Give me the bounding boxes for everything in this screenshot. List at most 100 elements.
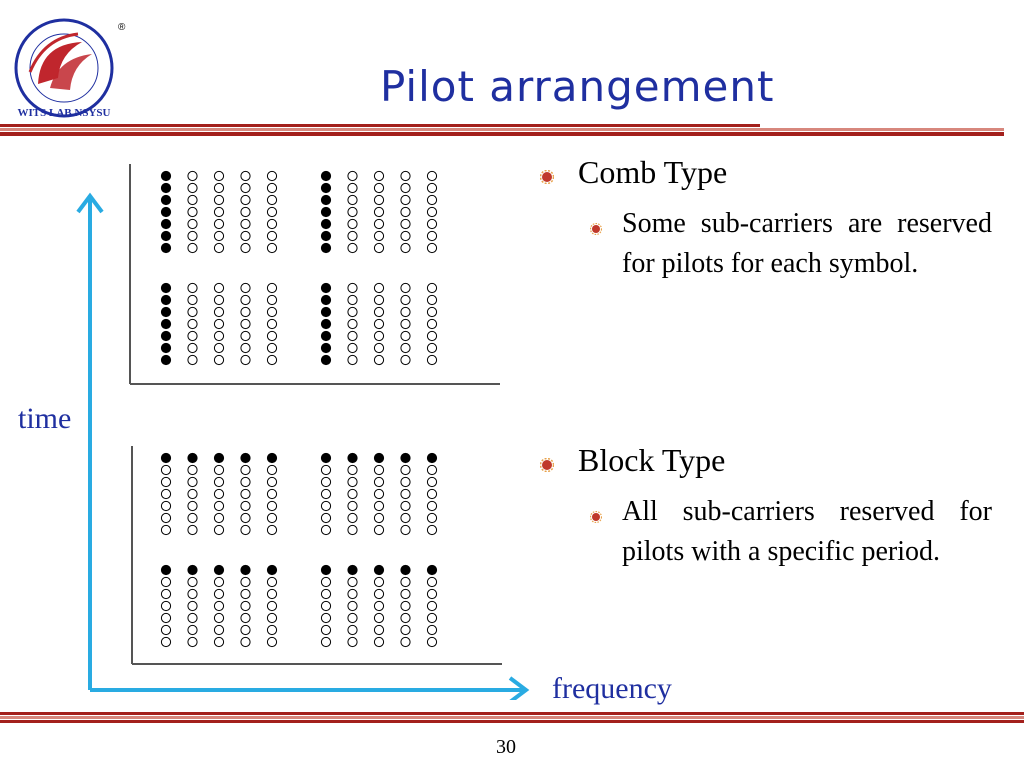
data-subcarrier bbox=[347, 512, 358, 524]
data-subcarrier bbox=[240, 624, 251, 636]
pilot-subcarrier bbox=[373, 452, 385, 464]
pilot-subcarrier bbox=[320, 182, 332, 194]
data-subcarrier bbox=[187, 206, 198, 218]
data-subcarrier bbox=[240, 182, 251, 194]
pilot-subcarrier bbox=[320, 318, 332, 330]
data-subcarrier bbox=[266, 282, 278, 294]
pilot-subcarrier bbox=[373, 564, 385, 576]
data-subcarrier bbox=[400, 330, 411, 342]
data-subcarrier bbox=[426, 230, 438, 242]
pilot-subcarrier bbox=[160, 564, 172, 576]
data-subcarrier bbox=[347, 194, 358, 206]
data-subcarrier bbox=[347, 612, 358, 624]
data-subcarrier bbox=[266, 230, 278, 242]
data-subcarrier bbox=[213, 306, 225, 318]
data-subcarrier bbox=[213, 318, 225, 330]
pilot-subcarrier bbox=[160, 206, 172, 218]
pilot-subcarrier bbox=[347, 452, 358, 464]
data-subcarrier bbox=[347, 524, 358, 536]
pilot-subcarrier bbox=[320, 206, 332, 218]
pilot-subcarrier bbox=[240, 452, 251, 464]
pilot-subcarrier bbox=[160, 230, 172, 242]
data-subcarrier bbox=[426, 636, 438, 648]
pilot-subcarrier bbox=[160, 294, 172, 306]
data-subcarrier bbox=[320, 576, 332, 588]
data-subcarrier bbox=[160, 488, 172, 500]
data-subcarrier bbox=[347, 636, 358, 648]
time-axis-label: time bbox=[18, 402, 72, 435]
data-subcarrier bbox=[187, 342, 198, 354]
data-subcarrier bbox=[266, 488, 278, 500]
data-subcarrier bbox=[347, 170, 358, 182]
data-subcarrier bbox=[213, 170, 225, 182]
data-subcarrier bbox=[187, 242, 198, 254]
pilot-subcarrier bbox=[160, 182, 172, 194]
data-subcarrier bbox=[373, 242, 385, 254]
data-subcarrier bbox=[240, 636, 251, 648]
bullet-icon bbox=[539, 169, 555, 185]
data-subcarrier bbox=[266, 194, 278, 206]
data-subcarrier bbox=[240, 600, 251, 612]
pilot-subcarrier bbox=[266, 564, 278, 576]
data-subcarrier bbox=[426, 242, 438, 254]
data-subcarrier bbox=[320, 488, 332, 500]
data-subcarrier bbox=[400, 282, 411, 294]
pilot-subcarrier bbox=[320, 452, 332, 464]
data-subcarrier bbox=[240, 476, 251, 488]
data-subcarrier bbox=[426, 170, 438, 182]
data-subcarrier bbox=[240, 282, 251, 294]
block-type-heading: Block Type bbox=[578, 442, 726, 478]
data-subcarrier bbox=[187, 282, 198, 294]
data-subcarrier bbox=[240, 294, 251, 306]
data-subcarrier bbox=[400, 354, 411, 366]
data-subcarrier bbox=[213, 330, 225, 342]
logo-text: WITS LAB.NSYSU bbox=[18, 107, 111, 119]
data-subcarrier bbox=[400, 488, 411, 500]
data-subcarrier bbox=[240, 524, 251, 536]
data-subcarrier bbox=[426, 500, 438, 512]
data-subcarrier bbox=[187, 306, 198, 318]
data-subcarrier bbox=[426, 624, 438, 636]
pilot-subcarrier bbox=[320, 306, 332, 318]
data-subcarrier bbox=[426, 218, 438, 230]
data-subcarrier bbox=[373, 588, 385, 600]
pilot-subcarrier bbox=[160, 354, 172, 366]
data-subcarrier bbox=[400, 182, 411, 194]
pilot-subcarrier bbox=[320, 194, 332, 206]
data-subcarrier bbox=[426, 194, 438, 206]
data-subcarrier bbox=[373, 636, 385, 648]
data-subcarrier bbox=[347, 318, 358, 330]
data-subcarrier bbox=[426, 600, 438, 612]
data-subcarrier bbox=[320, 512, 332, 524]
data-subcarrier bbox=[347, 576, 358, 588]
sub-bullet-icon bbox=[589, 222, 603, 236]
data-subcarrier bbox=[373, 342, 385, 354]
data-subcarrier bbox=[426, 294, 438, 306]
data-subcarrier bbox=[266, 588, 278, 600]
data-subcarrier bbox=[266, 306, 278, 318]
pilot-figure bbox=[76, 164, 530, 700]
data-subcarrier bbox=[240, 206, 251, 218]
data-subcarrier bbox=[426, 476, 438, 488]
data-subcarrier bbox=[266, 524, 278, 536]
pilot-subcarrier bbox=[320, 170, 332, 182]
data-subcarrier bbox=[240, 330, 251, 342]
bottom-divider bbox=[0, 712, 1024, 724]
data-subcarrier bbox=[240, 488, 251, 500]
data-subcarrier bbox=[400, 218, 411, 230]
pilot-subcarrier bbox=[240, 564, 251, 576]
data-subcarrier bbox=[187, 170, 198, 182]
data-subcarrier bbox=[400, 318, 411, 330]
data-subcarrier bbox=[187, 294, 198, 306]
data-subcarrier bbox=[160, 636, 172, 648]
data-subcarrier bbox=[373, 282, 385, 294]
data-subcarrier bbox=[320, 624, 332, 636]
pilot-subcarrier bbox=[160, 282, 172, 294]
data-subcarrier bbox=[347, 464, 358, 476]
data-subcarrier bbox=[187, 354, 198, 366]
pilot-subcarrier bbox=[266, 452, 278, 464]
data-subcarrier bbox=[240, 318, 251, 330]
pilot-subcarrier bbox=[160, 318, 172, 330]
data-subcarrier bbox=[160, 612, 172, 624]
data-subcarrier bbox=[400, 242, 411, 254]
